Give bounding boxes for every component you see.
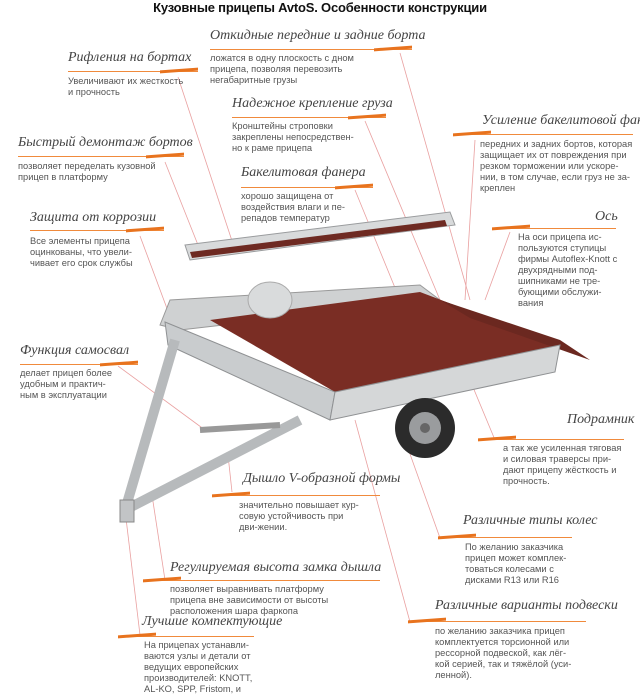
callout-title: Быстрый демонтаж бортов	[18, 135, 193, 150]
callout-underline	[143, 580, 380, 581]
callout-text: Все элементы прицепа оцинкованы, что уве…	[30, 236, 133, 268]
page-title: Кузовные прицепы AvtoS. Особенности конс…	[153, 0, 487, 15]
callout-underline	[438, 537, 572, 538]
callout-title: Надежное крепление груза	[232, 96, 393, 111]
callout-text: позволяет переделать кузовной прицеп в п…	[18, 161, 156, 182]
callout-title: Рифления на бортах	[68, 50, 192, 65]
callout-underline	[453, 134, 633, 135]
callout-underline	[118, 636, 254, 637]
leader-lines	[117, 52, 511, 636]
callout-underline	[18, 156, 184, 157]
callout-underline	[241, 187, 373, 188]
callout-text: передних и задних бортов, которая защища…	[480, 139, 633, 193]
callout-text: делает прицеп более удобным и практич-ны…	[20, 368, 113, 400]
callout-text: На оси прицепа ис-пользуются ступицы фир…	[518, 232, 618, 308]
trailer	[119, 211, 590, 523]
callout-underline	[210, 49, 412, 50]
callout-text: По желанию заказчика прицеп может компле…	[465, 542, 567, 585]
callout-text: Кронштейны строповки закреплены непосред…	[232, 121, 354, 153]
callout-title: Дышло V-образной формы	[243, 471, 401, 486]
callout-underline	[492, 228, 616, 229]
callout-text: Увеличивают их жесткость и прочность	[68, 76, 184, 97]
callout-underline	[478, 439, 624, 440]
callout-text: по желанию заказчика прицеп комплектуетс…	[435, 626, 572, 680]
callout-title: Подрамник	[567, 412, 635, 427]
callout-underline	[20, 364, 138, 365]
callout-underline	[30, 230, 164, 231]
callout-title: Лучшие компектующие	[142, 614, 283, 629]
callout-text: На прицепах устанавли-ваются узлы и дета…	[144, 640, 253, 694]
callout-title: Различные варианты подвески	[435, 598, 618, 613]
callout-underline	[408, 621, 586, 622]
callout-underline	[232, 117, 386, 118]
callout-title: Усиление бакелитовой фанерой	[482, 113, 640, 128]
callout-title: Регулируемая высота замка дышла	[170, 560, 382, 575]
callout-title: Функция самосвал	[20, 343, 130, 358]
callout-text: позволяет выравнивать платформу прицепа …	[170, 584, 329, 616]
callout-title: Бакелитовая фанера	[241, 165, 366, 180]
callout-underline	[68, 71, 198, 72]
callout-text: а так же усиленная тяговая и силовая тра…	[503, 443, 622, 486]
callout-text: ложатся в одну плоскость с дном прицепа,…	[210, 53, 354, 85]
callout-text: хорошо защищена от воздействия влаги и п…	[241, 191, 345, 223]
callout-title: Различные типы колес	[463, 513, 598, 528]
callout-text: значительно повышает кур-совую устойчиво…	[239, 500, 359, 532]
callout-title: Защита от коррозии	[30, 210, 157, 225]
callout-title: Ось	[595, 209, 618, 224]
callout-underline	[212, 495, 380, 496]
callout-title: Откидные передние и задние борта	[210, 28, 426, 43]
